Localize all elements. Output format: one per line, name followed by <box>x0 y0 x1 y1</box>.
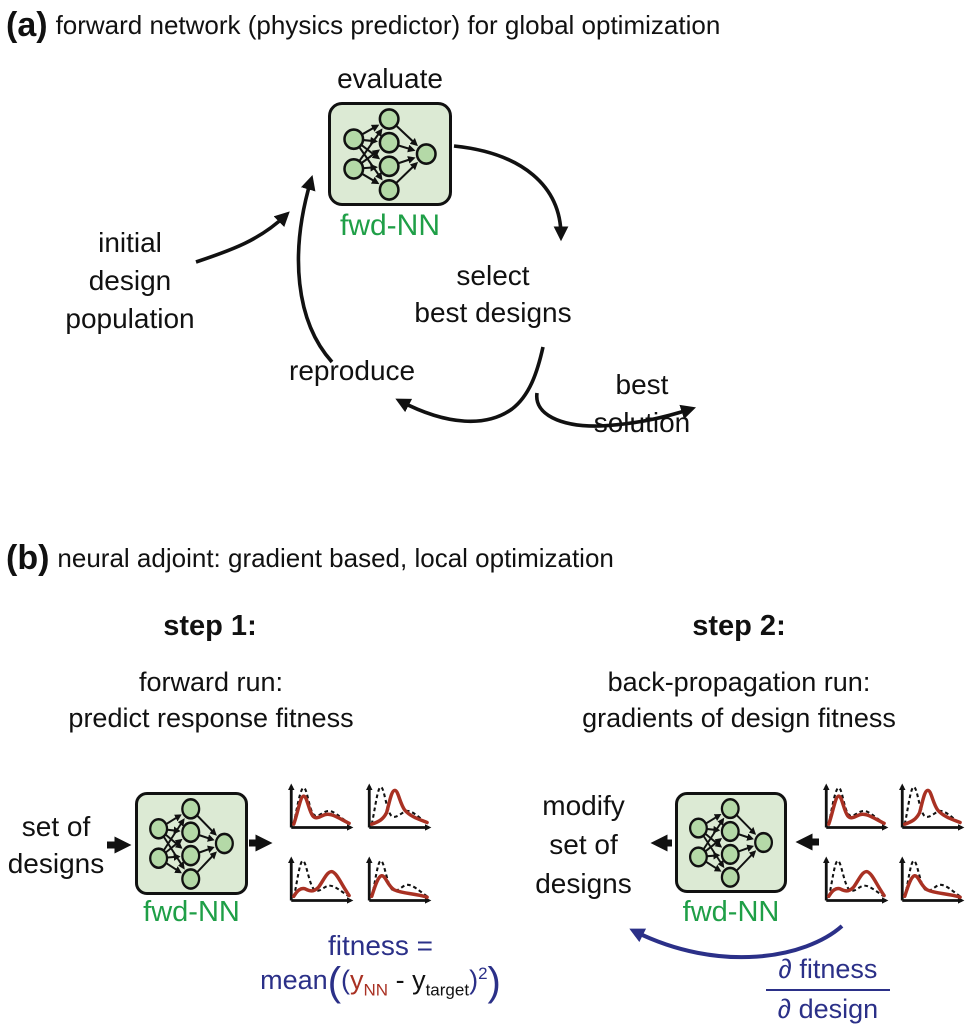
mean-token: mean <box>260 965 328 995</box>
step2-heading: step 2: <box>692 610 786 642</box>
response-plot <box>365 783 432 831</box>
section-a-tag: (a) <box>6 6 48 44</box>
forward-run-line: forward run: <box>138 667 284 697</box>
section-b-title-text: neural adjoint: gradient based, local op… <box>57 543 614 573</box>
squared-exponent: 2 <box>478 964 488 983</box>
response-plot <box>822 856 889 904</box>
response-plot <box>822 783 889 831</box>
select-best-designs-label: select best designs <box>408 257 578 331</box>
fwd-nn-box-step1 <box>135 792 248 895</box>
arrow-initial-to-loop <box>195 211 290 264</box>
initial-line: initial <box>98 227 162 258</box>
best-designs-line: best designs <box>414 297 572 328</box>
response-plot <box>365 856 432 904</box>
gradients-line: gradients of design fitness <box>582 703 896 733</box>
fwd-nn-label-a: fwd-NN <box>339 209 440 242</box>
solution-line: solution <box>593 407 691 438</box>
open-paren: ( <box>341 965 351 995</box>
evaluate-label: evaluate <box>337 63 443 94</box>
section-a-title-text: forward network (physics predictor) for … <box>55 10 721 40</box>
reproduce-label: reproduce <box>289 355 416 386</box>
population-line: population <box>65 303 195 334</box>
big-open-paren: ( <box>327 960 342 1004</box>
fwd-nn-box-step2 <box>675 792 787 893</box>
initial-design-population-label: initial design population <box>55 224 205 338</box>
gradient-denominator: ∂ design <box>766 989 890 1025</box>
gradient-numerator: ∂ fitness <box>778 954 878 984</box>
close-paren: ) <box>469 965 479 995</box>
backprop-run-line: back-propagation run: <box>607 667 871 697</box>
set-of-designs-label: set of designs <box>0 808 112 882</box>
y-target-subscript: target <box>425 980 470 1000</box>
designs-line: designs <box>535 868 632 899</box>
fwd-nn-label-step2: fwd-NN <box>682 896 780 928</box>
section-b-tag: (b) <box>6 539 50 577</box>
select-line: select <box>456 260 530 291</box>
arrow-reproduce-to-evaluate <box>296 174 334 364</box>
arrow-select-to-reproduce <box>395 346 545 424</box>
response-plot <box>287 856 354 904</box>
y-nn-subscript: NN <box>363 980 389 1000</box>
step1-subtitle: forward run: predict response fitness <box>30 664 392 736</box>
y-target-token: y <box>412 965 426 995</box>
set-of-line: set of <box>549 829 618 860</box>
best-line: best <box>615 369 669 400</box>
step2-subtitle: back-propagation run: gradients of desig… <box>558 664 920 736</box>
big-close-paren: ) <box>487 960 501 1004</box>
minus-token: - <box>388 965 413 995</box>
neural-network-icon <box>149 798 234 890</box>
fitness-rhs: mean((yNN - ytarget)2) <box>258 962 503 1002</box>
section-a-title: (a)forward network (physics predictor) f… <box>6 6 720 45</box>
predict-response-line: predict response fitness <box>68 703 354 733</box>
design-line: design <box>88 265 172 296</box>
best-solution-label: best solution <box>590 366 694 442</box>
arrow-gradient-feedback <box>629 924 844 960</box>
neural-network-icon <box>343 108 437 201</box>
arrow-evaluate-to-select <box>453 144 569 242</box>
modify-line: modify <box>542 790 625 821</box>
set-of-line: set of <box>21 811 91 842</box>
response-plot <box>287 783 354 831</box>
section-b-title: (b)neural adjoint: gradient based, local… <box>6 539 614 578</box>
step1-heading: step 1: <box>163 610 257 642</box>
fwd-nn-box-a <box>328 102 452 206</box>
fwd-nn-label-step1: fwd-NN <box>143 896 240 928</box>
fitness-formula: fitness = mean((yNN - ytarget)2) <box>258 930 503 1002</box>
designs-line: designs <box>7 848 105 879</box>
y-nn-token: y <box>350 965 364 995</box>
neural-network-icon <box>688 797 774 888</box>
gradient-formula: ∂ fitness ∂ design <box>766 954 890 1025</box>
response-plot <box>898 783 965 831</box>
fitness-lhs: fitness = <box>327 930 434 961</box>
response-plot <box>898 856 965 904</box>
modify-set-of-designs-label: modify set of designs <box>526 786 641 903</box>
